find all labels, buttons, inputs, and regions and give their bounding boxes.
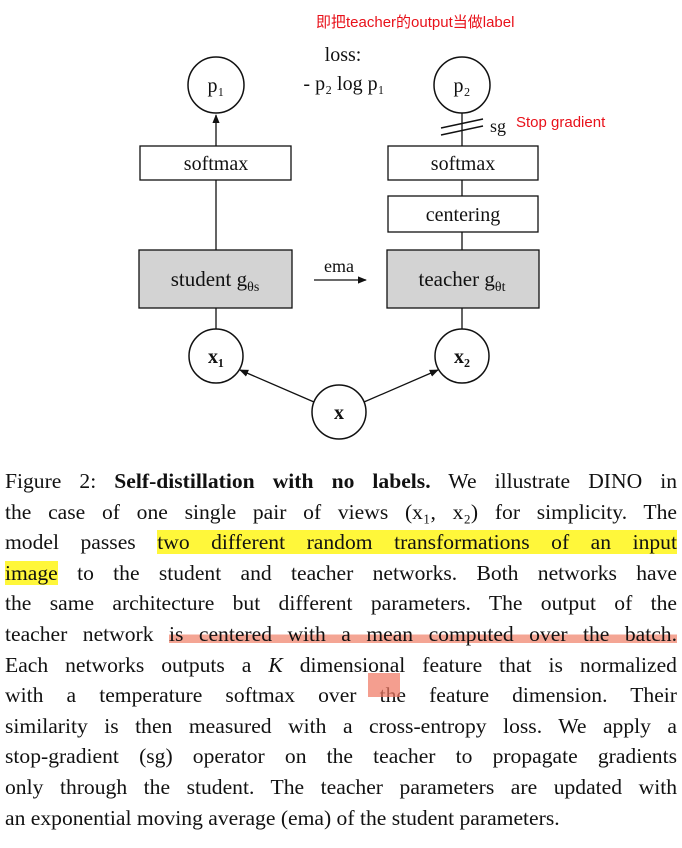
caption-line-8: with a temperature softmax over the feat… xyxy=(5,683,677,708)
centering-label: centering xyxy=(426,204,500,226)
caption-line-2: the case of one single pair of views (x₁… xyxy=(5,499,677,524)
caption-line-12: an exponential moving average (ema) of t… xyxy=(5,805,560,830)
figure-caption: Figure 2: Self-distillation with no labe… xyxy=(5,466,678,833)
x-input-node: x xyxy=(311,384,367,440)
caption-line-1: Figure 2: Self-distillation with no labe… xyxy=(5,466,677,497)
student-network-box: student gθs xyxy=(138,249,293,309)
p2-label: p₂ xyxy=(454,75,471,97)
teacher-network-label: teacher gθt xyxy=(419,267,506,295)
stop-gradient-marks xyxy=(440,118,484,136)
teacher-softmax-box: softmax xyxy=(387,145,539,181)
dino-diagram: 即把teacher的output当做label loss: - p₂ log p… xyxy=(138,14,606,440)
centering-box: centering xyxy=(387,195,539,233)
caption-line-7: Each networks outputs a K dimensional fe… xyxy=(5,652,677,677)
teacher-network-box: teacher gθt xyxy=(386,249,540,309)
sg-label: sg xyxy=(490,116,506,136)
x-to-x1-arrow xyxy=(239,369,315,403)
p1-label: p₁ xyxy=(208,75,225,97)
x1-label: x₁ xyxy=(208,346,224,368)
ema-label: ema xyxy=(324,256,354,276)
x1-node: x₁ xyxy=(188,328,244,384)
caption-title: Self-distillation with no labels. xyxy=(114,469,431,493)
caption-line-10: stop-gradient (sg) operator on the teach… xyxy=(5,744,677,769)
loss-label: loss: xyxy=(325,44,362,66)
student-network-label: student gθs xyxy=(171,267,260,295)
yellow-highlight: two different random transformations of … xyxy=(157,530,677,555)
caption-line-4: image to the student and teacher network… xyxy=(5,560,677,585)
figure-label: Figure 2: xyxy=(5,469,97,493)
caption-line-11: only through the student. The teacher pa… xyxy=(5,774,677,799)
yellow-highlight: image xyxy=(5,560,58,585)
caption-text: We illustrate DINO in xyxy=(448,469,678,493)
loss-formula: - p₂ log p₁ xyxy=(303,73,384,95)
p2-node: p₂ xyxy=(433,56,491,114)
student-softmax-box: softmax xyxy=(139,145,292,181)
student-softmax-label: softmax xyxy=(184,153,248,175)
caption-line-5: the same architecture but different para… xyxy=(5,591,677,616)
x2-label: x₂ xyxy=(454,346,470,368)
red-highlight: is centered with a mean computed over th… xyxy=(169,621,678,646)
stop-gradient-annotation: Stop gradient xyxy=(516,114,606,131)
caption-line-9: similarity is then measured with a cross… xyxy=(5,713,677,738)
caption-line-3: model passes two different random transf… xyxy=(5,530,677,555)
x-label: x xyxy=(334,402,344,424)
p1-node: p₁ xyxy=(187,56,245,114)
red-annotation-mark xyxy=(368,673,400,697)
teacher-softmax-label: softmax xyxy=(431,153,495,175)
x-to-x2-arrow xyxy=(363,369,439,403)
caption-line-6: teacher network is centered with a mean … xyxy=(5,621,678,646)
x2-node: x₂ xyxy=(434,328,490,384)
annotation-teacher-output-as-label: 即把teacher的output当做label xyxy=(316,14,514,31)
